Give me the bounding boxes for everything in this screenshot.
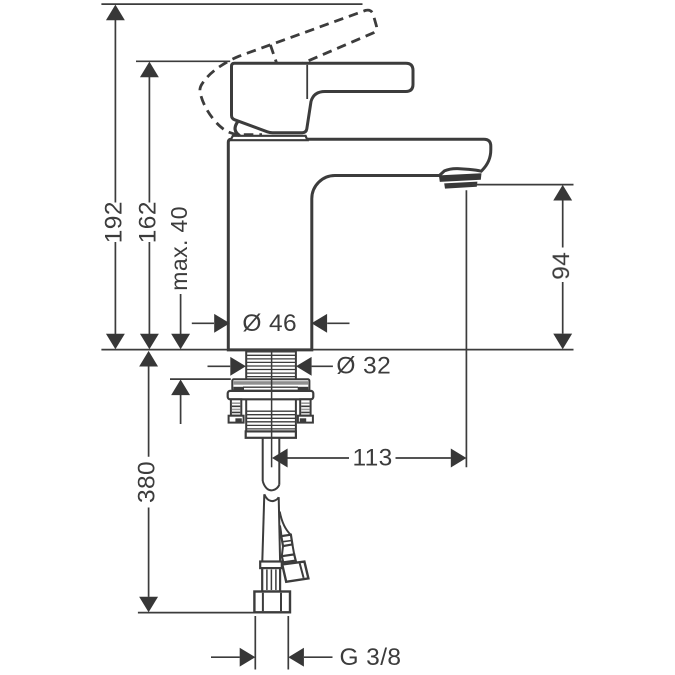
hose-lower-left-edge [261, 494, 266, 562]
hose-connection-nut [253, 590, 292, 614]
hose-angled-neck-edges [280, 544, 296, 557]
dimension-lines [114, 19, 564, 659]
dashed-handle-joint-dash [269, 44, 278, 63]
arrow-192-top [105, 4, 125, 21]
nut-right-column [299, 398, 312, 417]
mounting-nut [226, 389, 315, 424]
label-spout-height: 94 [548, 252, 575, 280]
hose-angled-nut [280, 560, 310, 584]
arrow-192-bottom [105, 333, 125, 350]
faucet-body [226, 137, 493, 352]
hose-lower [261, 493, 282, 562]
label-spout-reach: 113 [352, 445, 392, 472]
label-total-height: 192 [100, 201, 127, 243]
nut-flange [226, 389, 315, 401]
aerator-ring [438, 173, 482, 182]
hose-crimp-ribs [266, 569, 277, 590]
label-base-diameter: Ø 46 [242, 310, 297, 337]
nut-left-foot-notch [235, 418, 242, 423]
extension-lines [101, 3, 574, 670]
hose-connection-nut-lines [261, 592, 282, 612]
arrow-d46-right [311, 313, 328, 333]
arrow-113-left [272, 448, 288, 468]
shank-upper-edges [245, 349, 297, 380]
arrow-max40-down [171, 333, 191, 350]
arrow-d32-left [230, 356, 246, 376]
nut-serration-light-lines [231, 402, 310, 416]
handle-dashed-outline [198, 8, 379, 137]
hose-break-upper-curve [261, 480, 281, 492]
label-hose-length: 380 [134, 461, 161, 503]
hose-end-fitting [253, 560, 292, 614]
arrow-380-bottom [139, 596, 159, 613]
arrow-162-bottom [139, 333, 159, 350]
hose-angled-nut-line [298, 563, 305, 579]
hose-angled [278, 511, 310, 584]
hose-angled-right-edge [278, 511, 292, 536]
dashed-handle-outline-path [198, 8, 379, 137]
label-hose-thread: G 3/8 [340, 644, 402, 671]
dimension-arrowheads [105, 4, 573, 667]
nut-right-foot-notch [299, 418, 307, 423]
washer-left-block [233, 386, 244, 391]
handle-solid [230, 61, 415, 135]
label-shank-diameter: Ø 32 [336, 353, 391, 380]
arrow-94-top [553, 184, 573, 201]
nut-serration-dark-lines [231, 405, 310, 414]
hose-lower-right-edge [277, 497, 282, 562]
hose-angled-sleeve-line [281, 539, 292, 543]
arrow-g38-left [239, 647, 256, 667]
nut-left-column [229, 398, 243, 417]
handle-cap [228, 134, 310, 142]
arrow-162-top [139, 61, 159, 78]
hose-angled-collar [280, 553, 298, 564]
dimension-labels: 192 162 max. 40 380 94 Ø 46 Ø 32 113 G 3… [100, 201, 575, 671]
shank-end-cap [244, 430, 297, 439]
washer-right-block [297, 386, 309, 391]
handle-base-arc [233, 120, 241, 138]
hose-break-lower-curve [263, 493, 280, 503]
arrow-94-bottom [553, 333, 573, 350]
aerator-mesh [444, 181, 478, 189]
label-body-height: 162 [135, 201, 162, 243]
arrow-380-top [139, 350, 159, 367]
arrow-113-right [450, 448, 467, 468]
label-max-mounting-thickness: max. 40 [166, 206, 192, 291]
arrow-g38-right [288, 647, 304, 667]
arrow-d32-right [296, 356, 312, 376]
arrow-d46-left [214, 313, 230, 333]
arrow-max40-up [171, 379, 191, 396]
